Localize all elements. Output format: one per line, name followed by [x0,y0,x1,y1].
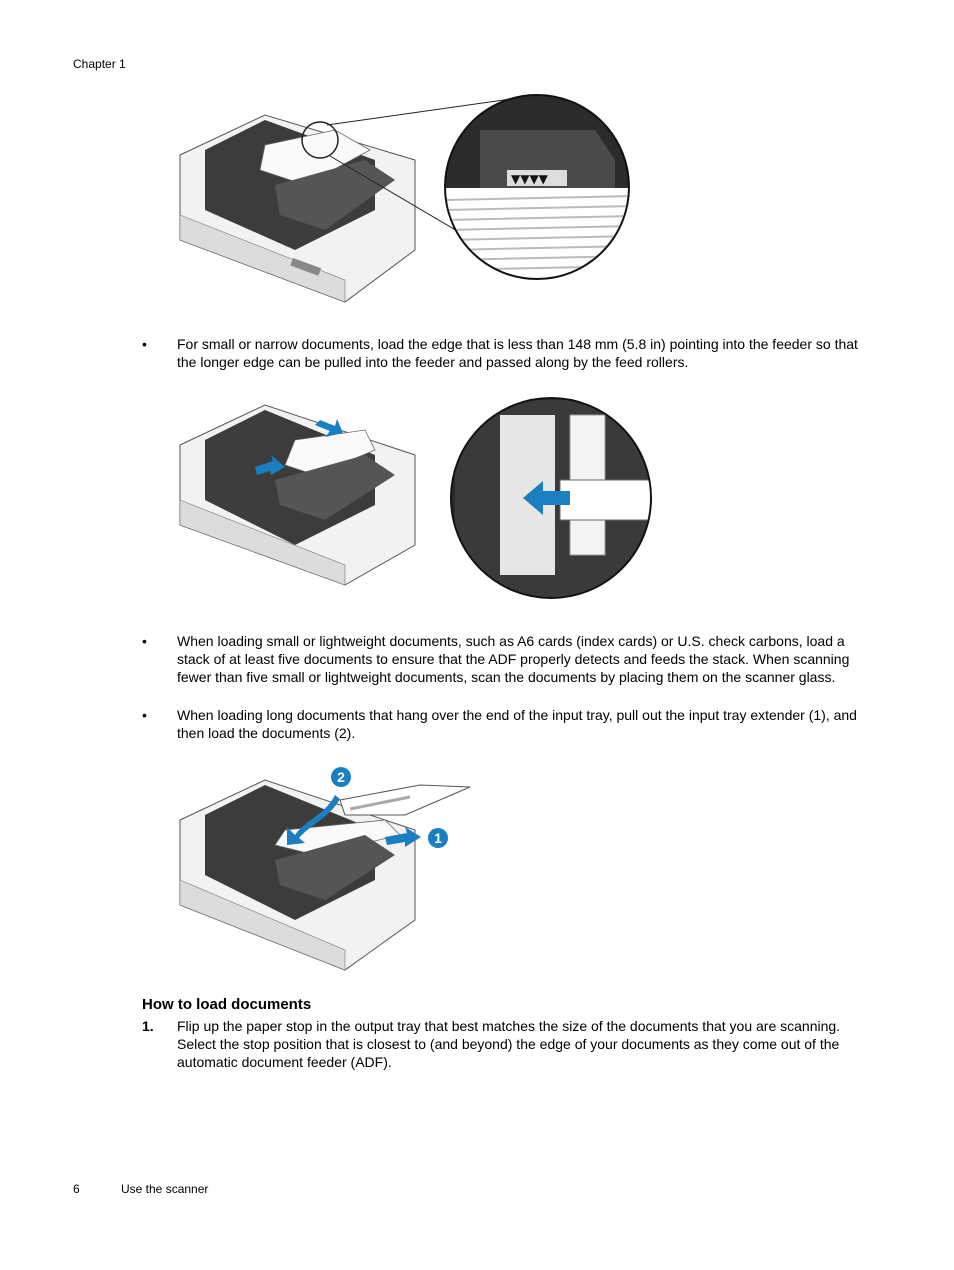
bullet-marker: • [142,336,147,352]
bullet-narrow-documents: • For small or narrow documents, load th… [142,335,872,375]
bullet-text: When loading long documents that hang ov… [177,707,857,741]
bullet-long-documents: • When loading long documents that hang … [142,706,872,746]
svg-text:1: 1 [434,830,442,846]
step-number: 1. [142,1018,154,1034]
arrow-icon [255,419,343,475]
bullet-marker: • [142,707,147,723]
chapter-header: Chapter 1 [73,57,126,71]
bullet-text: For small or narrow documents, load the … [177,336,858,370]
scanner-illustration [179,404,416,586]
scanner-illustration [179,779,416,971]
callout-2: 2 [331,767,351,787]
step-text: Flip up the paper stop in the output tra… [177,1018,841,1070]
footer-section-title: Use the scanner [121,1182,209,1196]
bullet-small-lightweight: • When loading small or lightweight docu… [142,632,872,704]
svg-text:2: 2 [337,769,345,785]
magnified-inset [450,397,652,599]
page-number: 6 [73,1182,80,1196]
svg-text:▼▼▼▼: ▼▼▼▼ [511,172,549,186]
figure-scanner-narrow-feed [179,397,652,599]
bullet-marker: • [142,633,147,649]
section-heading: How to load documents [142,996,312,1013]
step-1: 1. Flip up the paper stop in the output … [142,1017,872,1071]
document-stack [339,784,471,816]
callout-1: 1 [428,828,448,848]
figure-scanner-tray-extender: 2 1 [179,767,471,971]
magnified-inset: ▼▼▼▼ [444,94,630,280]
scanner-illustration [179,114,416,303]
bullet-text: When loading small or lightweight docume… [177,633,850,685]
arrow-icon [287,795,421,847]
figure-scanner-edge-guide: ▼▼▼▼ [179,94,630,303]
